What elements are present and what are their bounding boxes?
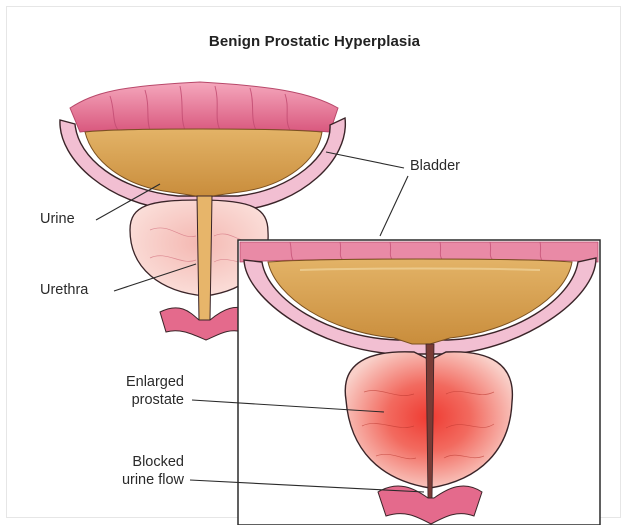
normal-bladder-muscle [70, 82, 338, 132]
bladder-leader-top [326, 152, 404, 168]
label-enlarged-prostate-line1: Enlarged [100, 374, 184, 391]
label-bladder: Bladder [410, 158, 460, 175]
label-urethra: Urethra [40, 282, 88, 299]
normal-urethra [197, 196, 212, 320]
label-urine: Urine [40, 211, 75, 228]
label-blocked-flow-line1: Blocked [90, 454, 184, 471]
label-blocked-flow-line2: urine flow [90, 472, 184, 489]
bladder-leader-bottom [380, 176, 408, 236]
label-enlarged-prostate-line2: prostate [100, 392, 184, 409]
